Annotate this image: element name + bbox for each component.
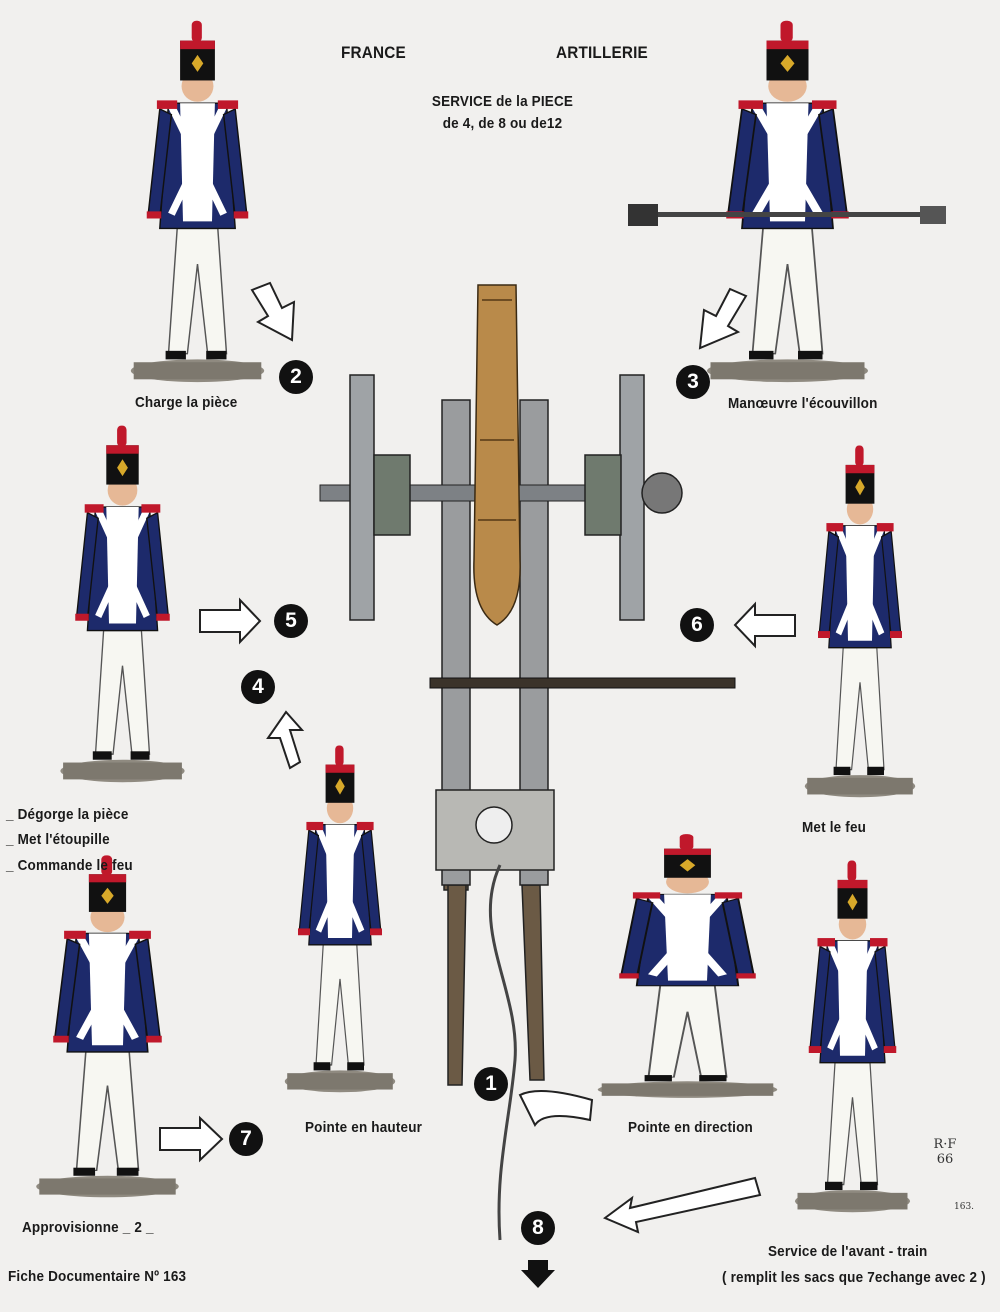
caption-approvisionne: Approvisionne _ 2 _ [22,1219,154,1236]
caption-direction: Pointe en direction [628,1119,753,1136]
down-arrow [521,1260,555,1288]
gunner-figure-8 [790,855,915,1215]
cannon-barrel [473,284,521,626]
gunner-figure-6 [800,440,920,800]
step-number: 2 [279,360,313,394]
subtitle-line1: SERVICE de la PIECE [431,93,574,110]
duty-item: _ Commande le feu [6,857,133,874]
step-number: 4 [241,670,275,704]
sponge-rammer [628,204,946,226]
artist-signature: R·F 66 [933,1137,957,1167]
caption-ecouvillon: Manœuvre l'écouvillon [728,395,878,412]
plate-number: 163. [954,1202,975,1212]
gunner-figure-1 [590,830,785,1100]
gunner-figure-7 [30,850,185,1200]
step-number: 6 [680,608,714,642]
step-number: 3 [676,365,710,399]
subtitle-line2: de 4, de 8 ou de12 [442,115,563,132]
step-number: 5 [274,604,308,638]
cannon-trail [443,879,545,1086]
title-country: FRANCE [341,43,406,62]
gunner-figure-2 [125,15,270,385]
caption-avant-train-1: Service de l'avant - train [768,1243,928,1260]
duty-item: _ Dégorge la pièce [6,806,129,823]
caption-charge: Charge la pièce [135,394,238,411]
duty-item: _ Met l'étoupille [6,831,110,848]
caption-hauteur: Pointe en hauteur [305,1119,423,1136]
caption-met-feu: Met le feu [802,819,867,836]
gunner-figure-5 [55,420,190,785]
fiche-number: Fiche Documentaire Nº 163 [8,1268,187,1285]
direction-arrows [159,281,796,1234]
step-number: 1 [474,1067,508,1101]
step-number: 8 [521,1211,555,1245]
wheels [349,374,683,621]
step-number: 7 [229,1122,263,1156]
rammer [429,677,736,689]
caption-avant-train-2: ( remplit les sacs que 7echange avec 2 ) [722,1269,986,1286]
gunner-figure-4 [280,740,400,1095]
title-arm: ARTILLERIE [556,43,648,62]
gunner-figure-3 [700,15,875,385]
